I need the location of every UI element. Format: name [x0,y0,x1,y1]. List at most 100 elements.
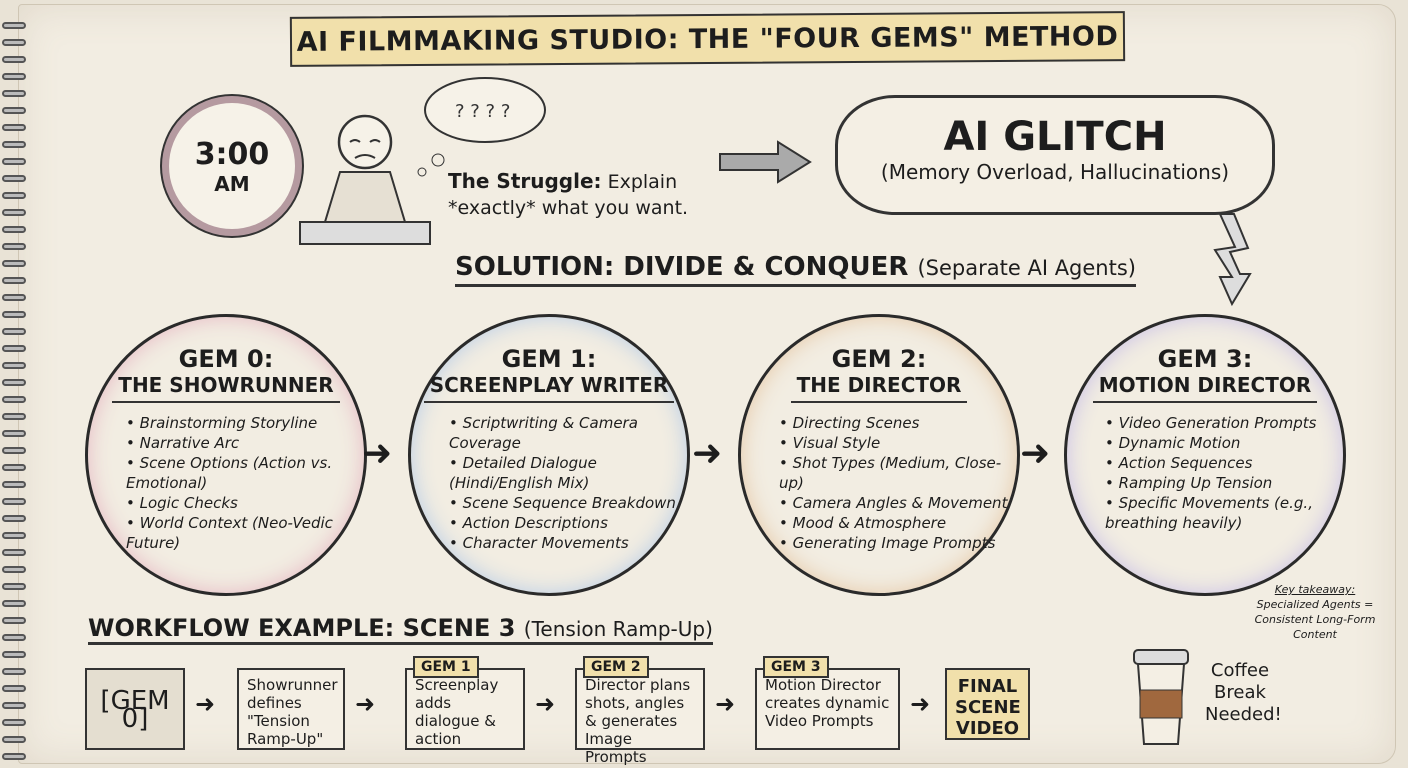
coffee-break-note: Coffee Break Needed! [1205,660,1282,725]
spiral-ring [2,413,26,420]
gem-task-item: Detailed Dialogue (Hindi/English Mix) [449,453,687,493]
spiral-ring [2,702,26,709]
workflow-subtitle: (Tension Ramp-Up) [523,617,713,641]
spiral-ring [2,651,26,658]
spiral-ring [2,617,26,624]
lightning-arrow-icon [1213,213,1252,307]
spiral-ring [2,56,26,63]
spiral-ring [2,22,26,29]
workflow-step-text: Screenplay adds dialogue & action [415,676,499,748]
spiral-ring [2,107,26,114]
gem-task-item: Action Sequences [1105,453,1343,473]
workflow-step-text: Showrunner defines "Tension Ramp-Up" [247,676,338,748]
spiral-ring [2,396,26,403]
workflow-heading: WORKFLOW EXAMPLE: SCENE 3 (Tension Ramp-… [88,614,713,645]
gem-2-circle: GEM 2:THE DIRECTOR Directing ScenesVisual… [738,314,1020,596]
gem-role: MOTION DIRECTOR [1092,373,1318,403]
gem-number: GEM 1: [501,345,597,373]
spiral-ring [2,719,26,726]
spiral-ring [2,39,26,46]
spiral-ring [2,532,26,539]
gem-task-item: Generating Image Prompts [779,533,1017,553]
gem-1-circle: GEM 1:SCREENPLAY WRITER Scriptwriting & C… [408,314,690,596]
solution-subtitle: (Separate AI Agents) [917,256,1136,280]
workflow-step-text: [GEM 0] [100,686,170,734]
spiral-ring [2,464,26,471]
title-banner: AI FILMMAKING STUDIO: THE "FOUR GEMS" ME… [289,11,1126,67]
gem-role: THE DIRECTOR [790,373,968,403]
gem-task-item: Visual Style [779,433,1017,453]
gem-task-item: Scene Sequence Breakdown [449,493,687,513]
spiral-ring [2,736,26,743]
workflow-step: Showrunner defines "Tension Ramp-Up" [237,668,345,750]
struggle-text: The Struggle: Explain *exactly* what you… [448,168,688,221]
spiral-ring [2,447,26,454]
spiral-ring [2,379,26,386]
spiral-ring [2,600,26,607]
gem-task-item: Dynamic Motion [1105,433,1343,453]
svg-text:? ? ? ?: ? ? ? ? [455,101,510,122]
spiral-ring [2,294,26,301]
struggle-label: The Struggle: [448,169,602,193]
workflow-step-tag: GEM 3 [763,656,829,678]
spiral-ring [2,498,26,505]
clock-time: 3:00 [194,136,270,172]
gem-task-item: Brainstorming Storyline [126,413,364,433]
arrow-icon: ➜ [195,690,216,718]
gem-task-item: Scene Options (Action vs. Emotional) [126,453,364,493]
gem-task-item: Action Descriptions [449,513,687,533]
gem-task-item: Logic Checks [126,493,364,513]
spiral-ring [2,192,26,199]
workflow-step-tag: GEM 2 [583,656,649,678]
arrow-icon: ➜ [355,690,376,718]
arrow-icon: ➜ [692,433,723,474]
gem-0-circle: GEM 0:THE SHOWRUNNER Brainstorming Storyl… [85,314,367,596]
gem-task-item: Narrative Arc [126,433,364,453]
solution-heading: SOLUTION: DIVIDE & CONQUER (Separate AI … [455,252,1136,287]
glitch-subtitle: (Memory Overload, Hallucinations) [880,160,1230,184]
arrow-icon: ➜ [1020,433,1051,474]
gem-number: GEM 3: [1157,345,1253,373]
spiral-ring [2,345,26,352]
workflow-step-text: FINAL SCENE VIDEO [955,676,1021,739]
takeaway-text: Specialized Agents = Consistent Long-For… [1254,598,1376,641]
arrow-icon: ➜ [910,690,931,718]
spiral-ring [2,549,26,556]
spiral-ring [2,311,26,318]
spiral-ring [2,753,26,760]
key-takeaway: Key takeaway: Specialized Agents = Consis… [1250,582,1380,642]
workflow-step-text: Director plans shots, angles & generates… [585,676,691,766]
gem-task-item: Scriptwriting & Camera Coverage [449,413,687,453]
gem-number: GEM 2: [831,345,927,373]
spiral-ring [2,566,26,573]
clock-icon: 3:00 AM [162,96,302,236]
spiral-ring [2,634,26,641]
gem-3-circle: GEM 3:MOTION DIRECTOR Video Generation Pr… [1064,314,1346,596]
workflow-step-text: Motion Director creates dynamic Video Pr… [765,676,890,730]
gem-role: SCREENPLAY WRITER [423,373,675,403]
gem-task-item: Shot Types (Medium, Close-up) [779,453,1017,493]
gem-role: THE SHOWRUNNER [112,373,340,403]
struggle-line2: *exactly* what you want. [448,197,689,219]
spiral-ring [2,175,26,182]
gem-task-item: Directing Scenes [779,413,1017,433]
tired-person-icon: ? ? ? ? [299,77,546,245]
spiral-ring [2,515,26,522]
spiral-ring [2,277,26,284]
spiral-ring [2,226,26,233]
struggle-line1: Explain [607,171,678,193]
gem-tasks: Video Generation PromptsDynamic MotionAc… [1067,413,1343,533]
spiral-ring [2,328,26,335]
spiral-ring [2,243,26,250]
spiral-ring [2,362,26,369]
coffee-cup-icon [1133,649,1189,745]
spiral-ring [2,260,26,267]
ai-glitch-cloud: AI GLITCH (Memory Overload, Hallucinatio… [835,95,1275,215]
gem-number: GEM 0: [178,345,274,373]
gem-tasks: Brainstorming StorylineNarrative ArcScen… [88,413,364,553]
spiral-ring [2,141,26,148]
clock-ampm: AM [214,171,250,196]
takeaway-label: Key takeaway: [1274,583,1356,596]
